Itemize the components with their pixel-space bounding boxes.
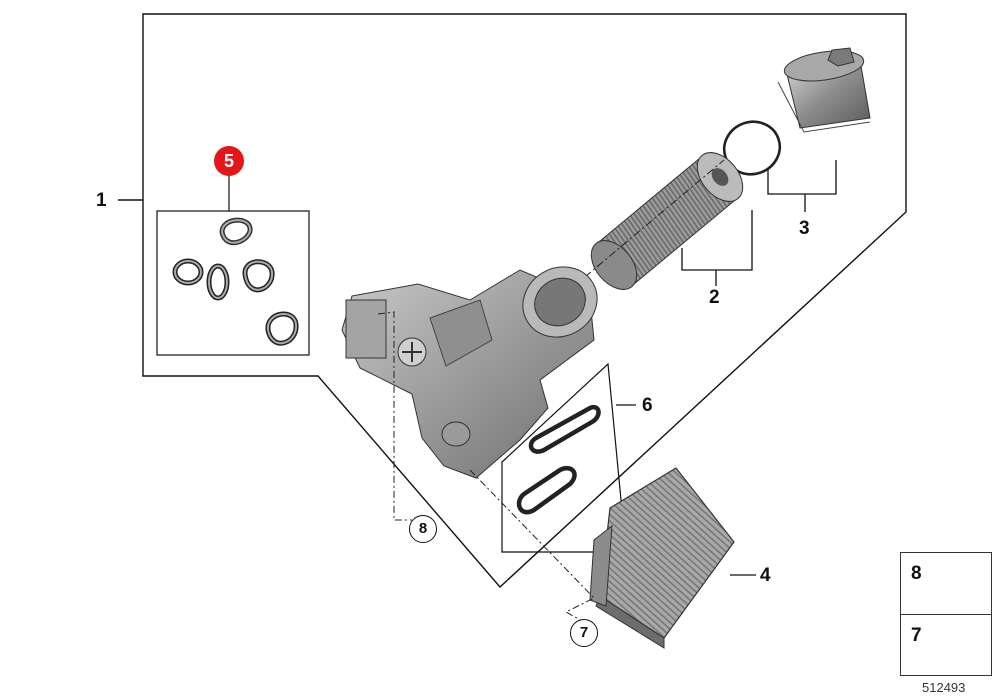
legend-label-7: 7 <box>911 625 922 646</box>
filter-cap-3 <box>777 47 871 133</box>
oil-cooler-4 <box>589 467 735 649</box>
legend-row-7: 7 <box>901 614 991 676</box>
leader-line-7 <box>469 469 595 623</box>
callout-part-7: 7 <box>570 619 598 647</box>
document-id: 512493 <box>922 680 966 695</box>
callout-part-2: 2 <box>709 287 720 308</box>
gasket-kit-5-box <box>156 210 310 356</box>
gaskets-6 <box>516 404 601 515</box>
leader-line-8 <box>377 311 412 521</box>
callout-part-4: 4 <box>760 565 771 586</box>
filter-element-2 <box>590 152 744 290</box>
callout-part-5-highlight: 5 <box>214 146 244 176</box>
callout-part-6: 6 <box>642 395 653 416</box>
callout-part-8: 8 <box>409 515 437 543</box>
leader-line-3 <box>767 160 837 195</box>
gasket-rings <box>172 217 299 346</box>
legend-row-8: 8 <box>901 553 991 614</box>
assembly-1-frame <box>142 13 907 589</box>
legend-box: 8 7 <box>900 552 992 676</box>
callout-part-3: 3 <box>799 218 810 239</box>
filter-housing <box>341 266 598 479</box>
leader-line-2 <box>681 210 753 271</box>
callout-part-1: 1 <box>96 190 107 211</box>
legend-label-8: 8 <box>911 563 922 584</box>
